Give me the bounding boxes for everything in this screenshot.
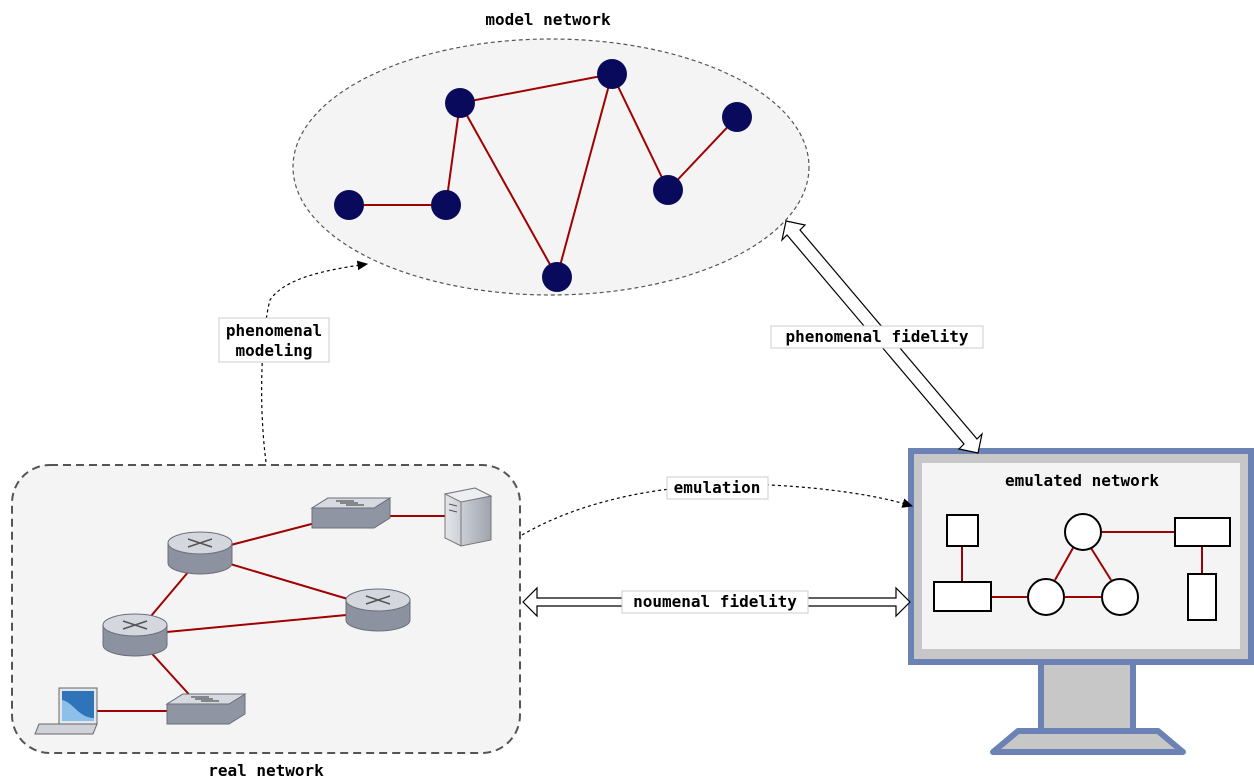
model-edge <box>459 73 613 104</box>
model-node <box>653 175 683 205</box>
phenomenal-fidelity-label: phenomenal fidelity <box>785 327 968 346</box>
emulated-node-tall-rect <box>1187 573 1217 621</box>
emulated-node-rect <box>933 581 992 612</box>
phenomenal-modeling-arrow <box>261 260 369 463</box>
emulated-node-circle <box>1027 578 1065 616</box>
phenomenal-fidelity-label-bg <box>770 325 984 349</box>
router-icon <box>167 531 233 575</box>
model-node <box>542 262 572 292</box>
emulated-edge <box>1054 547 1074 581</box>
router-icon <box>102 613 168 657</box>
switch-icon <box>310 497 392 529</box>
model-edge <box>556 73 613 278</box>
model-node <box>445 88 475 118</box>
model-edge <box>459 102 558 278</box>
router-icon <box>345 588 411 632</box>
model-edge <box>445 102 461 206</box>
real-network-panel <box>11 464 521 754</box>
server-icon <box>443 487 493 547</box>
real-network-title: real network <box>208 761 324 780</box>
model-network-title: model network <box>485 10 611 29</box>
phenomenal-modeling-label-line1: phenomenal <box>226 321 322 340</box>
emulation-label: emulation <box>674 478 761 497</box>
emulation-label-bg <box>666 476 769 500</box>
model-network-group: model network <box>292 10 810 296</box>
emulated-node-rect <box>1174 517 1231 547</box>
emulation-arrow <box>521 483 914 536</box>
real-network-group: real network <box>11 464 521 780</box>
emulated-network-title: emulated network <box>1005 471 1159 490</box>
monitor-icon: emulated network <box>908 448 1254 755</box>
switch-icon <box>165 693 247 725</box>
noumenal-fidelity-label: noumenal fidelity <box>633 592 797 611</box>
laptop-icon <box>34 687 98 735</box>
monitor-stand-neck <box>1038 659 1136 735</box>
model-edge <box>611 73 669 191</box>
emulated-node-square <box>946 514 979 547</box>
model-node <box>722 102 752 132</box>
real-link <box>134 611 379 636</box>
monitor-stand-base <box>990 728 1186 755</box>
monitor-screen <box>922 463 1240 649</box>
noumenal-fidelity-label-bg <box>621 590 809 614</box>
emulated-edge <box>1090 547 1112 581</box>
emulated-node-circle <box>1064 513 1102 551</box>
model-network-ellipse <box>292 38 810 296</box>
model-node <box>597 59 627 89</box>
model-edge <box>667 116 738 191</box>
model-node <box>334 190 364 220</box>
phenomenal-modeling-label-line2: modeling <box>235 341 312 360</box>
phenomenal-modeling-label-bg <box>218 317 330 363</box>
emulated-node-circle <box>1101 578 1139 616</box>
model-node <box>431 190 461 220</box>
